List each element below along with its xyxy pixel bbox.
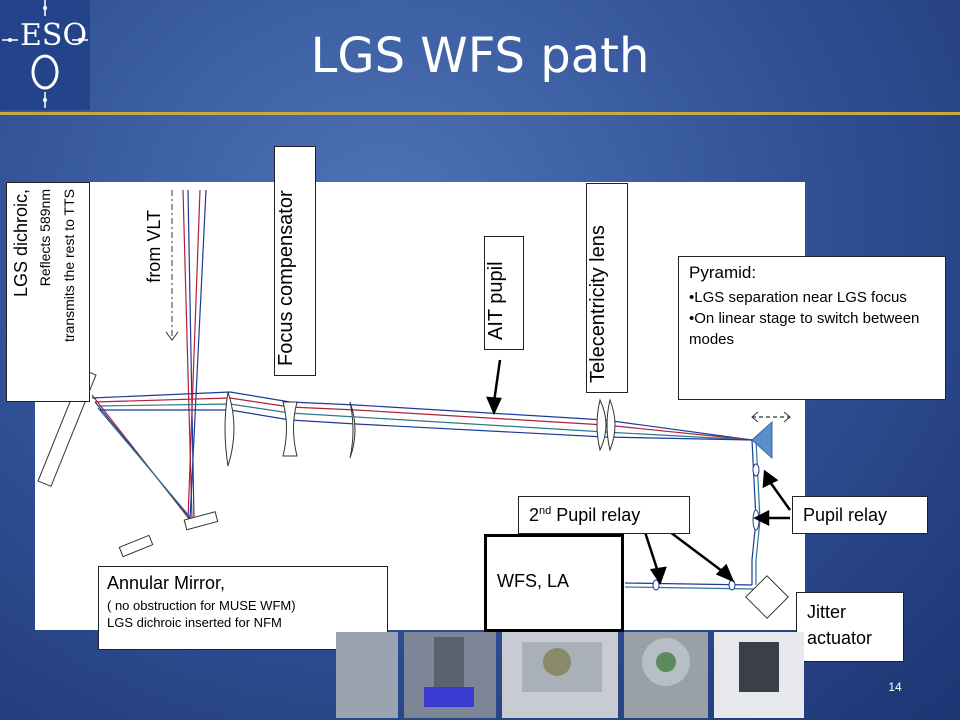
annular-mirror-label-box: Annular Mirror, ( no obstruction for MUS… xyxy=(98,566,388,650)
hardware-thumbnail-4 xyxy=(624,632,708,718)
jitter-actuator-label: Jitter actuator xyxy=(796,592,904,662)
lgs-dichroic-line1: Reflects 589nm xyxy=(37,189,53,287)
pyramid-bullet: On linear stage to switch between modes xyxy=(689,308,935,350)
hardware-thumbnail-3 xyxy=(502,632,618,718)
hardware-thumbnail-5 xyxy=(714,632,804,718)
pyramid-label-box: Pyramid: LGS separation near LGS focus O… xyxy=(678,256,946,400)
jitter-actuator-mirror xyxy=(745,575,789,619)
pyramid-bullet: LGS separation near LGS focus xyxy=(689,287,935,308)
logo-text: ESO xyxy=(20,18,87,53)
second-pupil-relay-label: 2nd Pupil relay xyxy=(518,496,690,534)
pyramid-bullets: LGS separation near LGS focus On linear … xyxy=(689,287,935,350)
wfs-la-box: WFS, LA xyxy=(484,534,624,632)
ait-pupil-label: AIT pupil xyxy=(484,236,524,350)
second-pupil-relay-lens xyxy=(652,579,660,591)
annular-line1: ( no obstruction for MUSE WFM) xyxy=(107,598,296,613)
jitter-actuator-line2: actuator xyxy=(807,628,873,648)
hardware-thumbnail-1 xyxy=(336,632,398,718)
annular-mirror xyxy=(183,511,219,531)
focus-compensator-label: Focus compensator xyxy=(274,146,316,376)
pyramid-prism xyxy=(751,420,773,460)
telecentricity-lens-b xyxy=(606,398,616,452)
lgs-dichroic-title: LGS dichroic, xyxy=(11,189,31,298)
annular-line2: LGS dichroic inserted for NFM xyxy=(107,615,282,630)
eso-logo: ESO xyxy=(0,0,90,110)
lgs-dichroic-line2: transmits the rest to TTS xyxy=(61,189,77,343)
small-mirror xyxy=(118,534,154,558)
annular-title: Annular Mirror, xyxy=(107,573,226,593)
title-divider xyxy=(0,112,960,115)
horizontal-beams xyxy=(91,391,753,441)
slide-title: LGS WFS path xyxy=(310,28,650,84)
jitter-actuator-line1: Jitter xyxy=(807,602,847,622)
from-vlt-label: from VLT xyxy=(144,210,164,283)
incoming-beams xyxy=(182,189,207,521)
diagram-panel xyxy=(35,182,805,630)
hardware-thumbnail-2 xyxy=(404,632,496,718)
pupil-relay-label: Pupil relay xyxy=(792,496,928,534)
pupil-relay-lens-1 xyxy=(752,463,760,477)
telecentricity-lens-label: Telecentricity lens xyxy=(586,183,628,393)
diagonal-beams xyxy=(91,394,197,525)
pointer-arrows xyxy=(486,359,792,585)
lens-3 xyxy=(349,401,356,459)
pyramid-title: Pyramid: xyxy=(689,263,757,282)
telecentricity-lens-a xyxy=(596,398,607,452)
slide-number: 14 xyxy=(888,680,902,694)
lgs-dichroic-label-box: LGS dichroic, Reflects 589nm transmits t… xyxy=(6,182,90,402)
lens-1 xyxy=(224,391,235,467)
focus-compensator-lens xyxy=(282,401,298,457)
